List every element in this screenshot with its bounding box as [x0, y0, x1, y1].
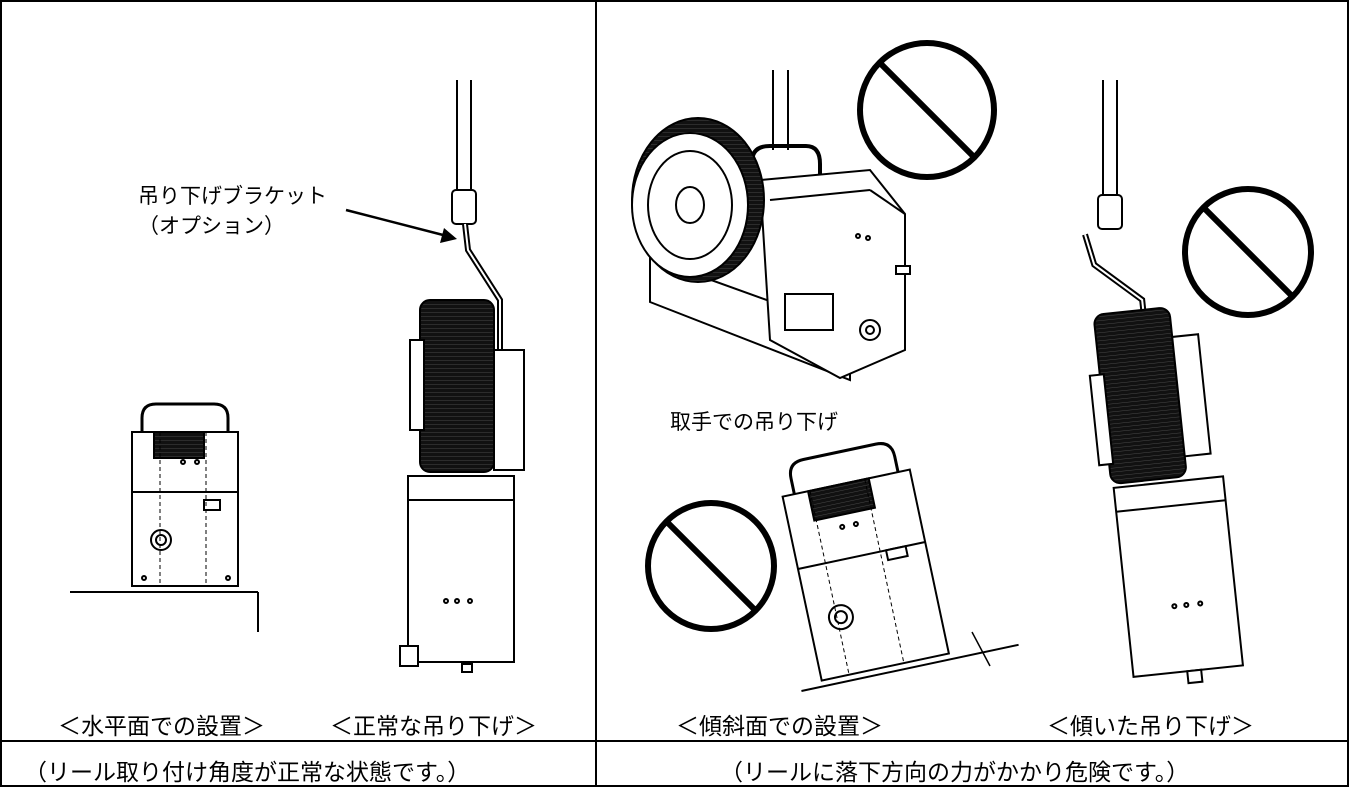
caption-tilted-hang: ＜傾いた吊り下げ＞: [1047, 714, 1254, 740]
feeder-handle-hanging: [631, 70, 911, 382]
feeder-slope-installation: [781, 442, 1019, 692]
bracket-label: 吊り下げブラケット （オプション）: [138, 181, 327, 241]
left-footer-note: （リール取り付け角度が正常な状態です。）: [24, 760, 471, 786]
feeder-tilted-hanging: [1082, 80, 1245, 685]
prohibited-icon: [1182, 186, 1314, 318]
bracket-label-line2: （オプション）: [138, 214, 285, 238]
handle-hang-label: 取手での吊り下げ: [670, 410, 838, 434]
right-footer-note: （リールに落下方向の力がかかり危険です。）: [720, 760, 1190, 786]
feeder-horizontal-front-view: [70, 402, 259, 632]
bracket-label-line1: 吊り下げブラケット: [138, 184, 327, 208]
feeder-normal-hanging: [399, 80, 525, 673]
caption-normal-hang: ＜正常な吊り下げ＞: [330, 714, 537, 740]
bracket-pointer-arrow: [345, 208, 457, 243]
prohibited-icon: [857, 40, 997, 180]
caption-horizontal: ＜水平面での設置＞: [58, 714, 265, 740]
prohibited-icon: [645, 500, 777, 632]
caption-slope: ＜傾斜面での設置＞: [676, 714, 883, 740]
slope-surface-edge: [971, 631, 991, 667]
